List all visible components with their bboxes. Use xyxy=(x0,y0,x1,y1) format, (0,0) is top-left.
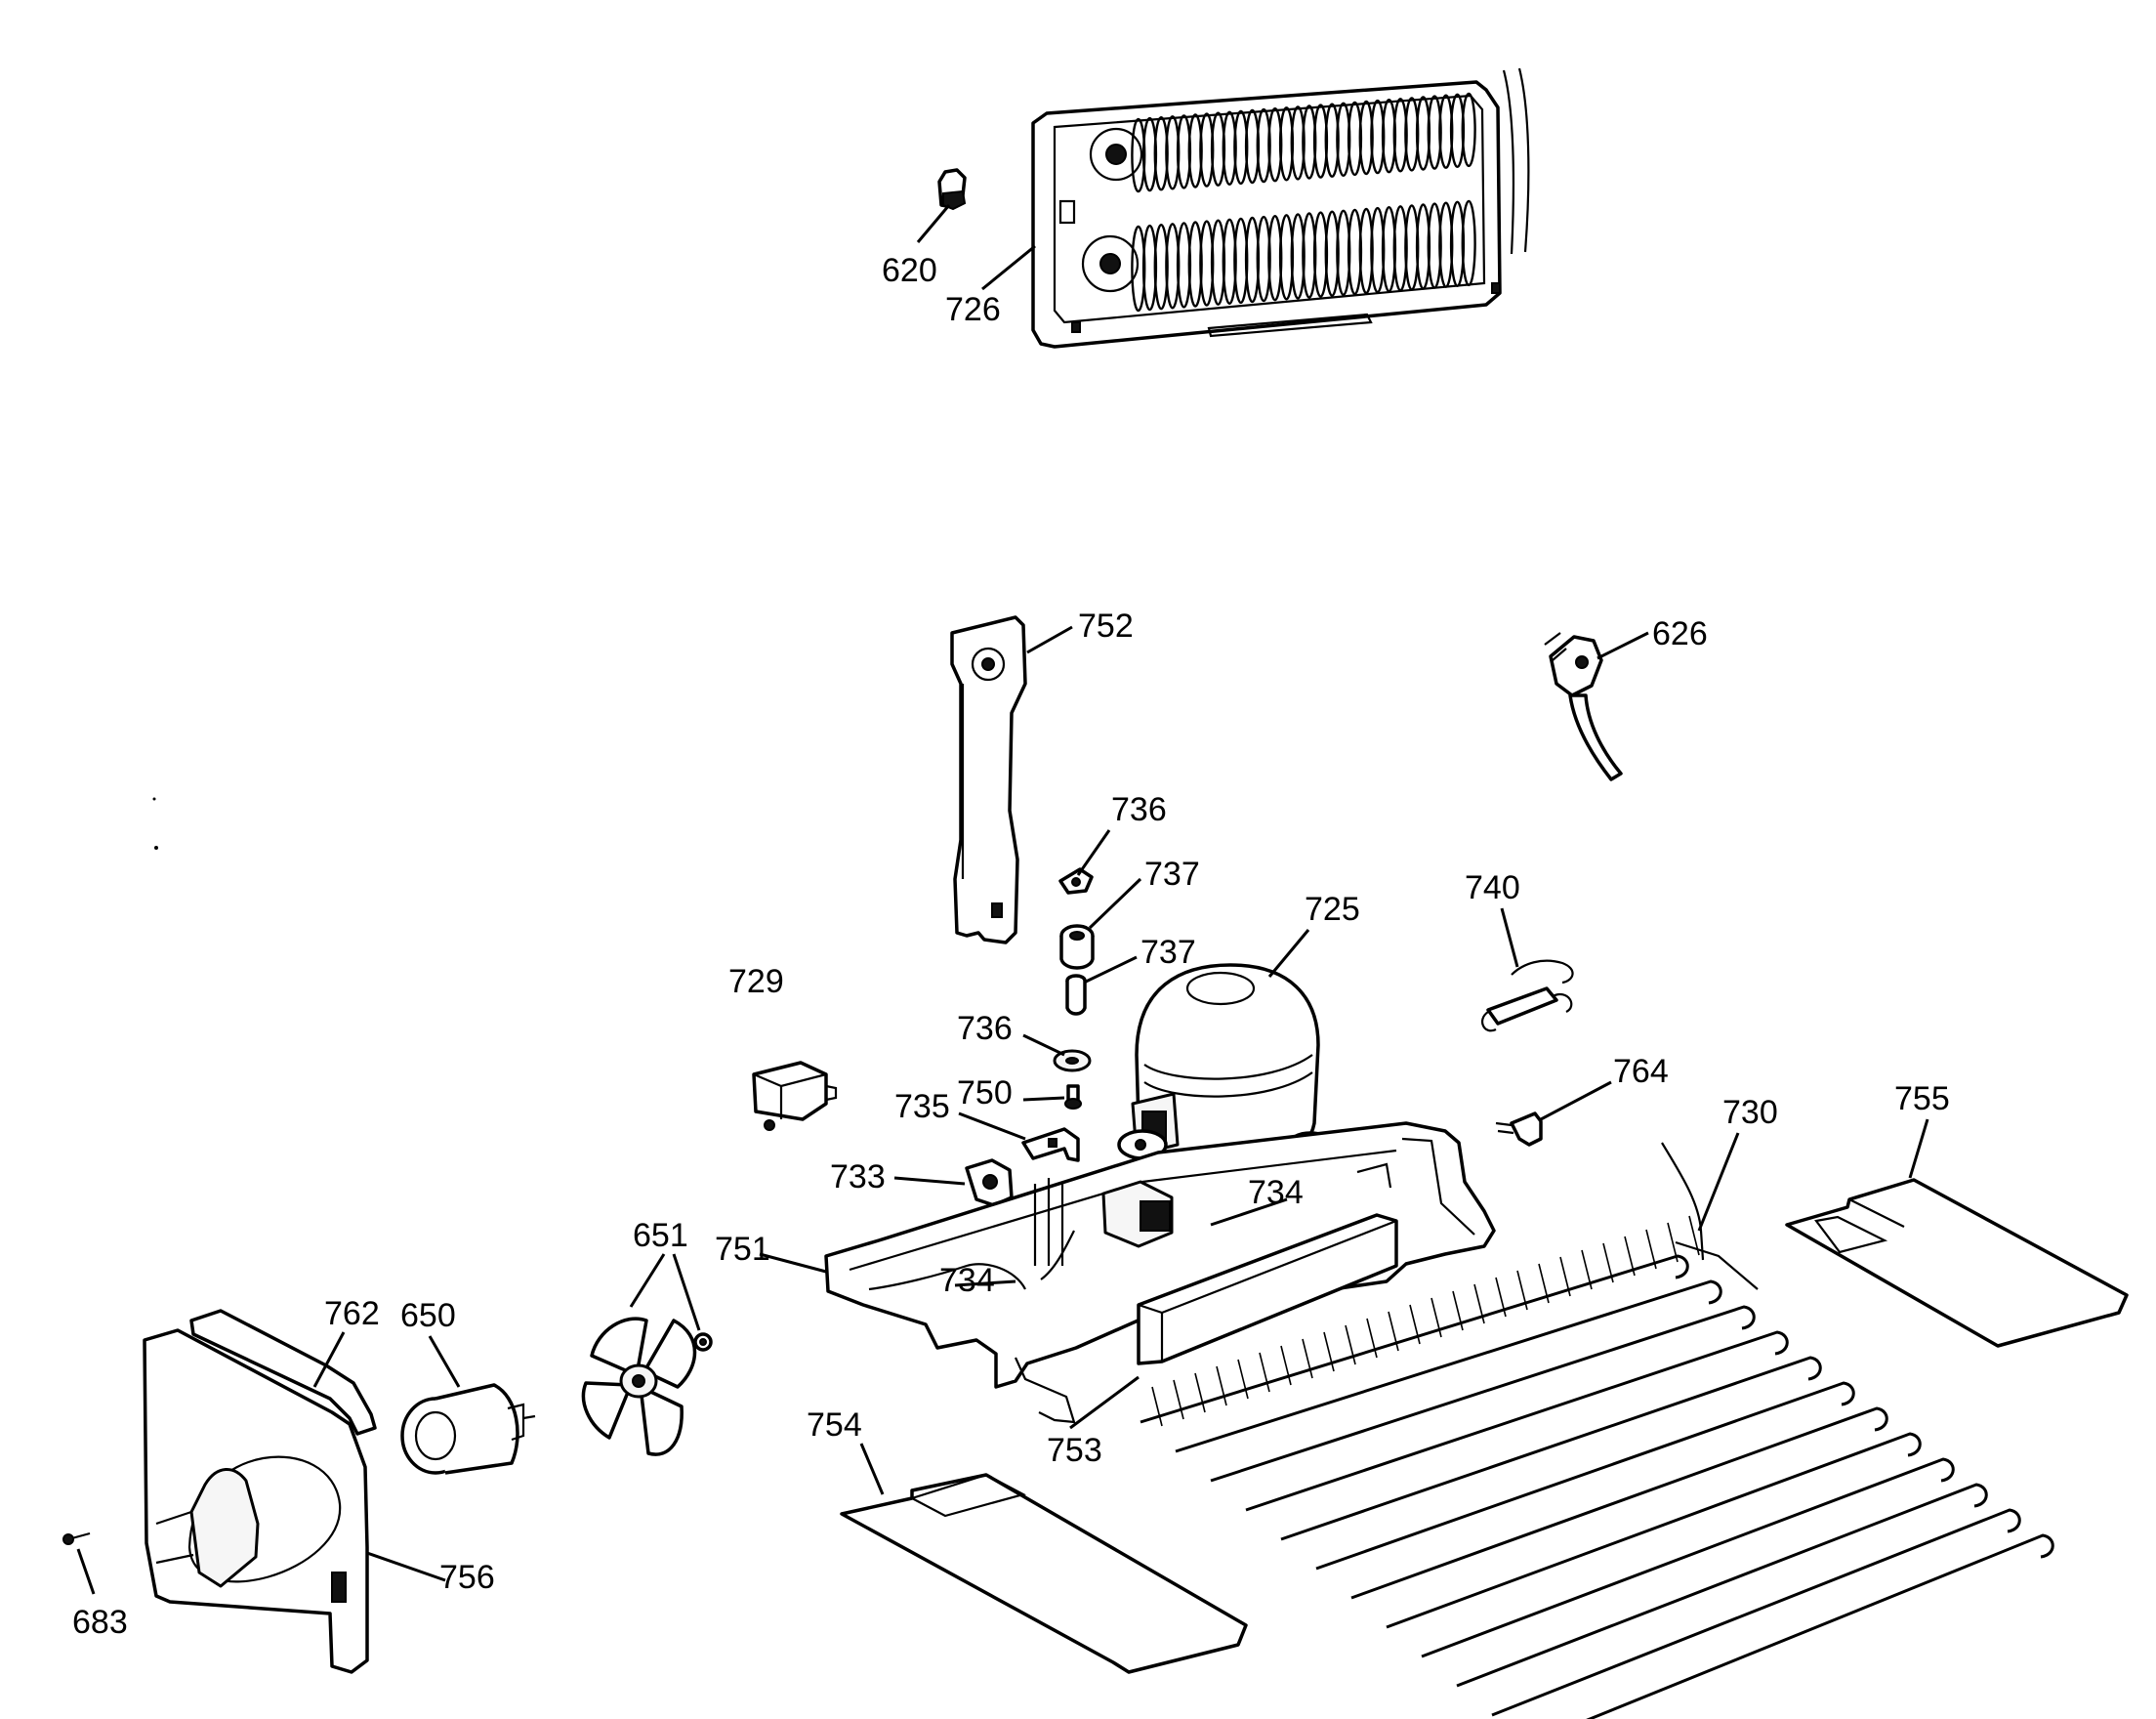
bracket-part-752 xyxy=(950,615,1027,944)
label-764: 764 xyxy=(1613,1053,1669,1090)
nut-part-651 xyxy=(693,1332,713,1352)
condenser-fin xyxy=(1559,1256,1571,1297)
condenser-tube xyxy=(1175,1279,1722,1453)
label-736-top: 736 xyxy=(1111,791,1167,828)
label-752: 752 xyxy=(1078,608,1134,645)
sleeve-part-737 xyxy=(1065,974,1087,1016)
condenser-fin xyxy=(1237,1359,1249,1400)
label-754: 754 xyxy=(807,1406,862,1444)
condenser-tube xyxy=(1350,1406,1888,1600)
label-755: 755 xyxy=(1894,1080,1950,1117)
label-683: 683 xyxy=(72,1604,128,1641)
part-764 xyxy=(1495,1111,1543,1147)
relay-part-729 xyxy=(752,1061,838,1131)
screw-part-750 xyxy=(1064,1084,1082,1110)
condenser-fin xyxy=(1581,1249,1593,1290)
part-740 xyxy=(1481,959,1574,1032)
condenser-fin xyxy=(1538,1263,1550,1304)
label-736-lower: 736 xyxy=(957,1010,1013,1047)
part-735 xyxy=(1021,1127,1080,1162)
label-729: 729 xyxy=(728,963,784,1000)
label-725: 725 xyxy=(1305,891,1360,928)
condenser-fin xyxy=(1194,1372,1206,1413)
label-750: 750 xyxy=(957,1074,1013,1111)
condenser-tube xyxy=(1315,1381,1855,1571)
power-cord-part-626 xyxy=(1544,632,1623,781)
base-pan-part-751 xyxy=(824,1121,1496,1424)
condenser-fin xyxy=(1645,1229,1657,1270)
condenser-tube xyxy=(1210,1305,1756,1483)
condenser-tube xyxy=(1491,1508,2021,1717)
fan-blade-part-651 xyxy=(581,1317,697,1456)
condenser-fin xyxy=(1624,1236,1636,1277)
label-735: 735 xyxy=(894,1088,950,1125)
condenser-fin xyxy=(1323,1331,1335,1372)
part-754 xyxy=(840,1473,1248,1674)
label-726: 726 xyxy=(945,291,1001,328)
condenser-tube xyxy=(1140,1254,1689,1424)
part-733 xyxy=(965,1158,1014,1207)
evaporator-coil-top xyxy=(1131,92,1476,193)
grommet-part-737 xyxy=(1059,924,1095,970)
condenser-fin xyxy=(1216,1365,1227,1406)
condenser-fin xyxy=(1688,1215,1700,1256)
condenser-tube xyxy=(1280,1356,1822,1541)
clip-part-736 xyxy=(1058,867,1094,895)
label-753: 753 xyxy=(1047,1432,1102,1469)
condenser-fin xyxy=(1280,1345,1292,1386)
stray-mark xyxy=(154,846,158,850)
condenser-fin xyxy=(1345,1324,1356,1365)
condenser-fin xyxy=(1495,1277,1507,1318)
fan-shroud-part-756 xyxy=(143,1328,369,1674)
label-650: 650 xyxy=(400,1297,456,1334)
label-620: 620 xyxy=(882,252,937,289)
condenser-fin xyxy=(1602,1242,1614,1283)
condenser-tube xyxy=(1456,1483,1988,1688)
condenser-coil-part-730 xyxy=(1140,1142,2054,1719)
evaporator-coil-bottom xyxy=(1131,199,1476,313)
condenser-fin xyxy=(1173,1379,1184,1420)
condenser-tube xyxy=(1586,1533,2054,1719)
label-730: 730 xyxy=(1722,1094,1778,1131)
condenser-fin xyxy=(1667,1222,1679,1263)
coil-loop xyxy=(1461,92,1476,168)
condenser-fin xyxy=(1516,1270,1528,1311)
label-751: 751 xyxy=(715,1231,770,1268)
part-755 xyxy=(1785,1178,2129,1348)
condenser-fin xyxy=(1259,1352,1270,1393)
label-626: 626 xyxy=(1652,615,1708,652)
label-733: 733 xyxy=(830,1158,886,1195)
label-734-right: 734 xyxy=(1248,1174,1304,1211)
condenser-fin xyxy=(1409,1304,1421,1345)
condenser-tube xyxy=(1386,1432,1922,1629)
condenser-fin xyxy=(1388,1311,1399,1352)
evaporator-part-726 xyxy=(1031,67,1530,349)
part-number-labels: 620 726 752 626 736 737 737 725 740 729 … xyxy=(72,252,1950,1641)
condenser-tube xyxy=(1245,1330,1789,1512)
condenser-tubes xyxy=(1140,1215,2054,1719)
label-651: 651 xyxy=(633,1217,688,1254)
condenser-fin xyxy=(1366,1318,1378,1359)
condenser-fin xyxy=(1430,1297,1442,1338)
coil-loop xyxy=(1461,199,1476,287)
label-762: 762 xyxy=(324,1295,380,1332)
label-756: 756 xyxy=(439,1559,495,1596)
screw-part-683 xyxy=(62,1531,91,1545)
part-753 xyxy=(1137,1213,1398,1365)
stray-mark xyxy=(152,797,156,801)
condenser-fin xyxy=(1473,1283,1485,1324)
label-734-left: 734 xyxy=(939,1262,995,1299)
part-620 xyxy=(937,168,967,211)
label-737-lower: 737 xyxy=(1140,934,1196,971)
condenser-fin xyxy=(1151,1386,1163,1427)
label-740: 740 xyxy=(1465,869,1520,906)
leader-lines xyxy=(76,204,1929,1595)
fan-motor-part-650 xyxy=(400,1383,536,1475)
condenser-tube xyxy=(1421,1457,1955,1658)
condenser-fin xyxy=(1302,1338,1313,1379)
condenser-fin xyxy=(1452,1290,1464,1331)
label-737-top: 737 xyxy=(1144,856,1200,893)
gasket-part-762 xyxy=(189,1309,377,1436)
